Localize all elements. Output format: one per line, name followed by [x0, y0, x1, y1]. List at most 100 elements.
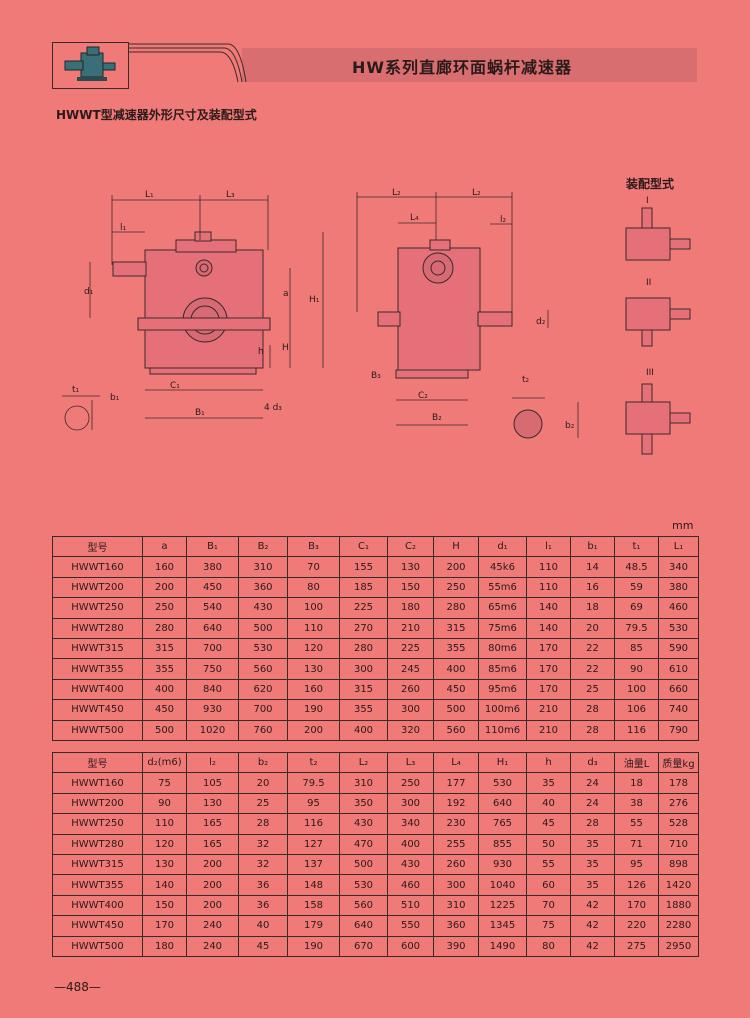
value-cell: 360	[238, 576, 288, 599]
value-cell: 245	[387, 658, 434, 680]
value-cell: 460	[658, 597, 699, 619]
value-cell: 210	[526, 699, 571, 721]
value-cell: 310	[433, 894, 479, 917]
value-cell: 2950	[658, 935, 699, 957]
value-cell: 70	[287, 556, 340, 578]
label-l1: l₁	[120, 223, 127, 233]
value-cell: 500	[238, 617, 288, 639]
value-cell: 600	[387, 935, 434, 957]
value-cell: 130	[387, 556, 434, 578]
value-cell: 28	[570, 699, 615, 721]
value-cell: 430	[387, 853, 434, 876]
value-cell: 855	[478, 833, 527, 855]
value-cell: 250	[433, 576, 479, 599]
table-header-cell: h	[526, 751, 571, 774]
value-cell: 185	[339, 576, 388, 599]
value-cell: 400	[387, 833, 434, 855]
value-cell: 45	[526, 813, 571, 835]
value-cell: 200	[186, 894, 239, 917]
value-cell: 250	[142, 597, 187, 619]
value-cell: 28	[570, 719, 615, 741]
value-cell: 610	[658, 658, 699, 680]
value-cell: 140	[142, 874, 187, 896]
value-cell: 400	[433, 658, 479, 680]
value-cell: 280	[433, 597, 479, 619]
label-L2-left: L₂	[392, 188, 401, 198]
value-cell: 670	[339, 935, 388, 957]
table-header-cell: b₂	[238, 751, 288, 774]
value-cell: 100	[287, 597, 340, 619]
value-cell: 35	[526, 772, 571, 794]
value-cell: 42	[570, 935, 615, 957]
front-view-drawing	[112, 231, 271, 375]
value-cell: 160	[142, 556, 187, 578]
value-cell: 315	[339, 678, 388, 701]
assembly-type-label: 装配型式	[626, 177, 675, 191]
label-h: h	[258, 347, 264, 357]
table-header-cell: b₁	[570, 535, 615, 558]
model-cell: HWWT500	[52, 935, 143, 957]
value-cell: 160	[287, 678, 340, 701]
value-cell: 270	[339, 617, 388, 639]
value-cell: 50	[526, 833, 571, 855]
value-cell: 130	[287, 658, 340, 680]
value-cell: 137	[287, 853, 340, 876]
value-cell: 230	[433, 813, 479, 835]
value-cell: 75m6	[478, 617, 527, 639]
value-cell: 300	[387, 792, 434, 815]
value-cell: 620	[238, 678, 288, 701]
value-cell: 550	[387, 915, 434, 937]
value-cell: 35	[570, 874, 615, 896]
value-cell: 170	[142, 915, 187, 937]
gearbox-logo-icon	[64, 46, 116, 81]
value-cell: 36	[238, 874, 288, 896]
value-cell: 55	[614, 813, 659, 835]
value-cell: 840	[186, 678, 239, 701]
value-cell: 165	[186, 833, 239, 855]
value-cell: 55m6	[478, 576, 527, 599]
value-cell: 90	[614, 658, 659, 680]
value-cell: 170	[614, 894, 659, 917]
label-L2-right: L₂	[472, 188, 481, 198]
label-C2: C₂	[418, 391, 428, 401]
table-header-cell: H	[433, 535, 479, 558]
value-cell: 530	[339, 874, 388, 896]
value-cell: 1880	[658, 894, 699, 917]
value-cell: 276	[658, 792, 699, 815]
value-cell: 315	[433, 617, 479, 639]
value-cell: 130	[186, 792, 239, 815]
label-B2: B₂	[432, 413, 442, 423]
value-cell: 150	[387, 576, 434, 599]
gearbox-logo	[52, 42, 129, 89]
value-cell: 80	[287, 576, 340, 599]
value-cell: 170	[526, 678, 571, 701]
value-cell: 170	[526, 637, 571, 660]
value-cell: 260	[387, 678, 434, 701]
value-cell: 116	[287, 813, 340, 835]
label-t2: t₂	[522, 375, 530, 385]
value-cell: 898	[658, 853, 699, 876]
value-cell: 340	[658, 556, 699, 578]
table-header-cell: 型号	[52, 751, 143, 774]
model-cell: HWWT160	[52, 772, 143, 794]
value-cell: 355	[339, 699, 388, 721]
value-cell: 430	[339, 813, 388, 835]
page-title: HW系列直廊环面蜗杆减速器	[352, 58, 573, 77]
value-cell: 280	[339, 637, 388, 660]
value-cell: 106	[614, 699, 659, 721]
value-cell: 200	[186, 853, 239, 876]
value-cell: 210	[526, 719, 571, 741]
label-L1: L₁	[145, 190, 154, 200]
model-cell: HWWT400	[52, 894, 143, 917]
